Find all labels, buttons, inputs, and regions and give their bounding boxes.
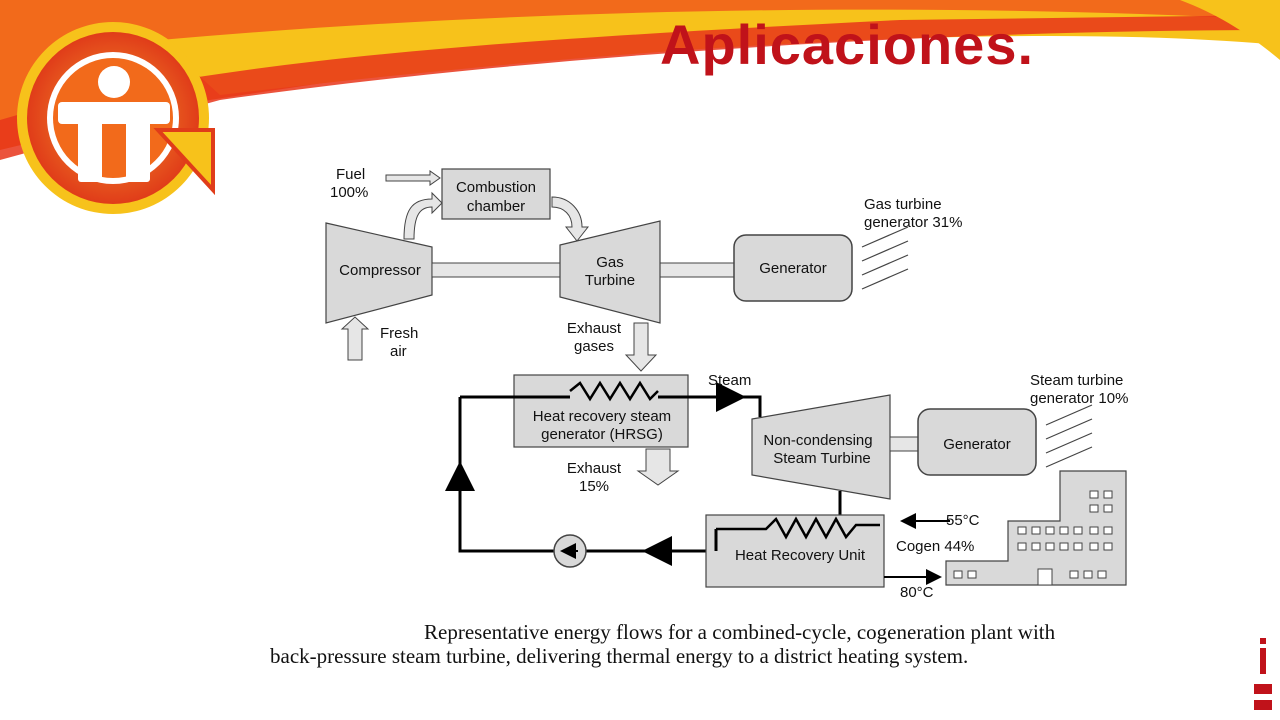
- steam-turbine-generator-label-2: generator 10%: [1030, 390, 1128, 407]
- air-to-chamber-arrow: [403, 191, 443, 240]
- gas-turbine-generator-label-2: generator 31%: [864, 214, 962, 231]
- gas-turbine-generator-label-1: Gas turbine: [864, 196, 942, 213]
- slide-title: Aplicaciones.: [660, 13, 1035, 76]
- generator-2-box: [917, 408, 1037, 476]
- fresh-air-label-2: air: [390, 343, 407, 360]
- exhaust-gases-arrow: [624, 322, 658, 372]
- hrsg-label-1: Heat recovery steam: [533, 408, 671, 425]
- exhaust-15-arrow: [636, 448, 680, 486]
- building-windows: [953, 490, 1113, 586]
- corner-brand-mark: [1254, 638, 1272, 710]
- hrsg-coil: [569, 380, 659, 402]
- fresh-air-label-1: Fresh: [380, 325, 418, 342]
- fuel-label-1: Fuel: [336, 166, 365, 183]
- heat-recovery-unit-label: Heat Recovery Unit: [735, 547, 866, 564]
- steam-turbine-shape: [751, 394, 891, 500]
- figure-caption: Representative energy flows for a combin…: [270, 620, 1230, 668]
- fresh-air-arrow: [340, 316, 370, 361]
- chamber-to-turbine-arrow: [551, 196, 590, 242]
- temp-80-label: 80°C: [900, 584, 934, 601]
- generator-2-label: Generator: [943, 436, 1011, 453]
- steam-turbine-generator-label-1: Steam turbine: [1030, 372, 1123, 389]
- gas-turbine-label-2: Turbine: [585, 272, 635, 289]
- hrsg-label-2: generator (HRSG): [541, 426, 663, 443]
- power-lines-2: [1045, 404, 1093, 468]
- exhaust-gases-label-2: gases: [574, 338, 614, 355]
- exhaust-15-label-1: Exhaust: [567, 460, 622, 477]
- generator-1-label: Generator: [759, 260, 827, 277]
- temp-55-label: 55°C: [946, 512, 980, 529]
- caption-line-2: back-pressure steam turbine, delivering …: [270, 644, 969, 668]
- caption-line-1: Representative energy flows for a combin…: [424, 620, 1056, 644]
- return-loop-line: [458, 397, 710, 553]
- steam-line: [460, 395, 762, 417]
- steam-turbine-label-1: Non-condensing: [763, 432, 872, 449]
- compressor-shape: [325, 222, 433, 324]
- generator-1-box: [733, 234, 853, 302]
- exhaust-15-label-2: 15%: [579, 478, 609, 495]
- steam-label: Steam: [708, 372, 751, 389]
- cogen-label: Cogen 44%: [896, 538, 974, 555]
- combustion-chamber-box: [441, 168, 551, 220]
- compressor-label: Compressor: [339, 262, 421, 279]
- cogeneration-diagram: Fuel 100% Combustion chamber Compressor …: [325, 166, 1128, 601]
- header-swoosh-banner: [0, 0, 1280, 160]
- fuel-label-2: 100%: [330, 184, 368, 201]
- power-lines-1: [861, 226, 909, 290]
- combustion-chamber-label-2: chamber: [467, 198, 525, 215]
- shaft-3: [889, 436, 919, 452]
- combustion-chamber-label-1: Combustion: [456, 179, 536, 196]
- fuel-arrow: [385, 170, 441, 186]
- hrsg-box: [513, 374, 689, 448]
- shaft-2: [659, 262, 735, 278]
- gas-turbine-label-1: Gas: [596, 254, 624, 271]
- hru-coil: [716, 516, 880, 540]
- steam-turbine-label-2: Steam Turbine: [773, 450, 871, 467]
- gas-turbine-shape: [559, 220, 661, 324]
- institution-logo: [17, 22, 215, 214]
- shaft-1: [431, 262, 561, 278]
- exhaust-gases-label-1: Exhaust: [567, 320, 622, 337]
